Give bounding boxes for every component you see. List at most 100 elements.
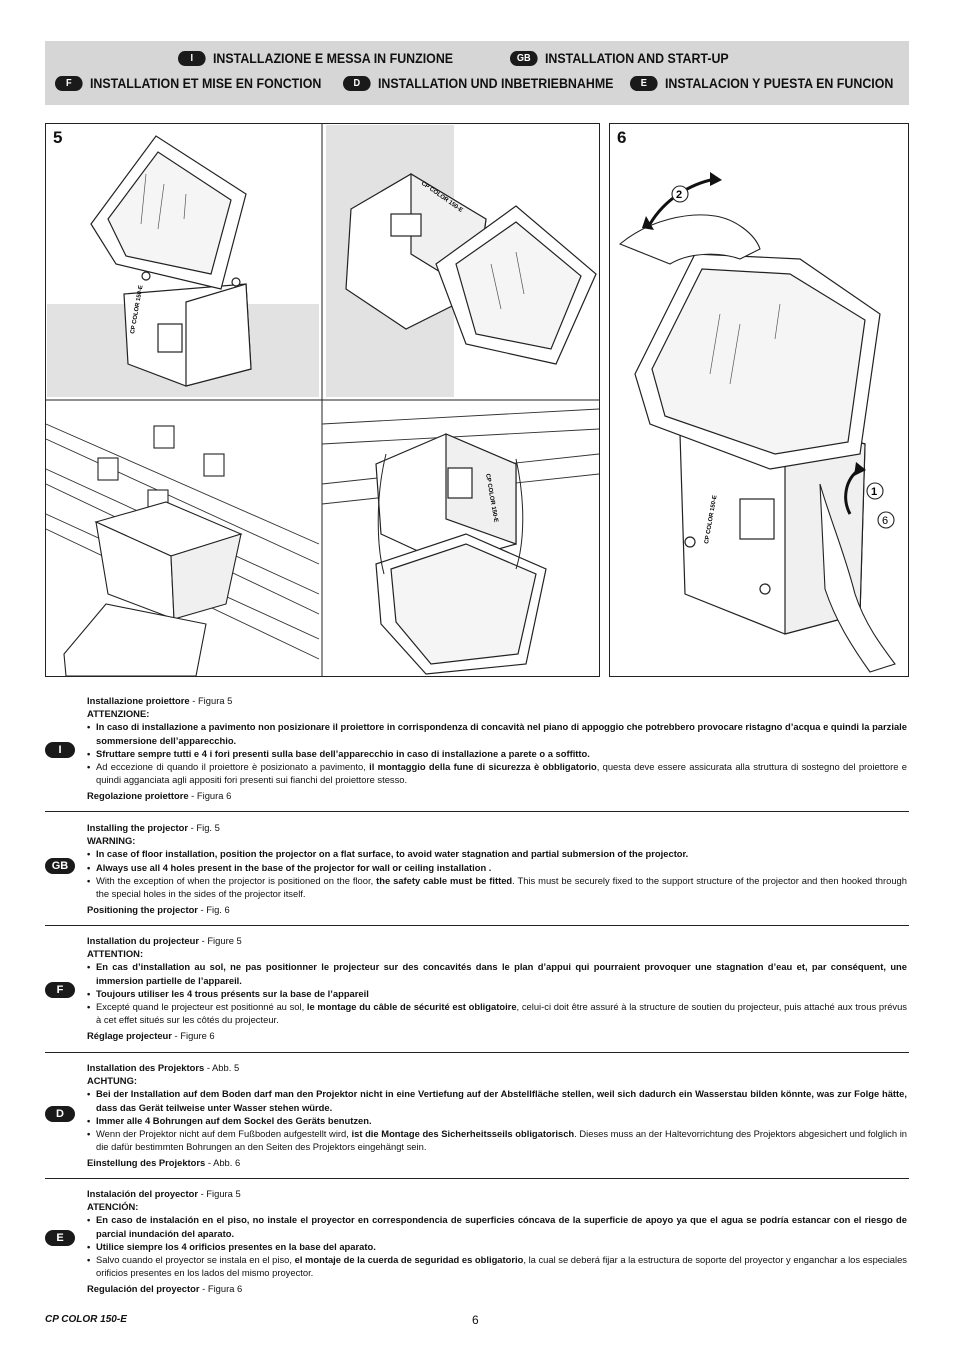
section-heading-de: Installation des Projektors	[87, 1062, 205, 1073]
section-gb: Installing the projector - Fig. 5 WARNIN…	[87, 821, 907, 916]
header-item-fr: F INSTALLATION ET MISE EN FONCTION	[55, 76, 321, 91]
header-item-de: D INSTALLATION UND INBETRIEBNAHME	[343, 76, 613, 91]
header-title-de: INSTALLATION UND INBETRIEBNAHME	[377, 76, 614, 91]
page-number: 6	[472, 1313, 479, 1327]
bullet-1-es: •En caso de instalación en el piso, no i…	[87, 1214, 907, 1239]
section-heading-ref-it: - Figura 5	[189, 695, 233, 706]
bullet-3-post-es: , la cual se deberá fijar a la estructur…	[96, 1254, 907, 1279]
bullet-3-bold-es: el montaje de la cuerda de seguridad es …	[294, 1254, 524, 1266]
header-item-gb: GB INSTALLATION AND START-UP	[510, 51, 729, 66]
warning-label-de: ACHTUNG:	[87, 1075, 137, 1087]
figure-6: 2 1 6 CP COLOR 150-E 6	[609, 123, 909, 677]
section-divider	[45, 1178, 909, 1179]
section-heading-ref-fr: - Figure 5	[199, 935, 242, 946]
bullet-3-bold-it: il montaggio della fune di sicurezza è o…	[369, 761, 597, 773]
bullet-2-text-es: Utilice siempre los 4 orificios presente…	[96, 1240, 376, 1252]
header-title-es: INSTALACION Y PUESTA EN FUNCION	[664, 76, 894, 91]
section-fr: Installation du projecteur - Figure 5 AT…	[87, 934, 907, 1043]
section-divider	[45, 811, 909, 812]
bullet-3-pre-de: Wenn der Projektor nicht auf dem Fußbode…	[96, 1128, 352, 1140]
bullet-2-text-gb: Always use all 4 holes present in the ba…	[96, 861, 492, 873]
warning-label-fr: ATTENTION:	[87, 948, 144, 960]
section-badge-it: I	[45, 742, 75, 758]
section-heading-it: Installazione proiettore	[87, 695, 190, 706]
bullet-2-it: •Sfruttare sempre tutti e 4 i fori prese…	[87, 747, 907, 760]
language-badge-it: I	[178, 51, 206, 66]
bullet-1-fr: •En cas d’installation au sol, ne pas po…	[87, 961, 907, 986]
bullet-2-text-it: Sfruttare sempre tutti e 4 i fori presen…	[96, 747, 590, 759]
bullet-2-text-fr: Toujours utiliser les 4 trous présents s…	[96, 987, 369, 999]
section-heading-es: Instalación del proyector	[87, 1188, 198, 1199]
bullet-2-de: •Immer alle 4 Bohrungen auf dem Sockel d…	[87, 1114, 907, 1127]
bullet-3-pre-gb: With the exception of when the projector…	[96, 874, 377, 886]
warning-label-es: ATENCIÓN:	[87, 1201, 139, 1213]
section-de: Installation des Projektors - Abb. 5 ACH…	[87, 1061, 907, 1170]
section-footer-it: Regolazione proiettore	[87, 790, 189, 802]
bullet-3-post-it: , questa deve essere assicurata alla str…	[96, 761, 908, 786]
bullet-1-it: •In caso di installazione a pavimento no…	[87, 721, 907, 746]
bullet-1-text-it: In caso di installazione a pavimento non…	[96, 721, 907, 746]
section-heading-ref-gb: - Fig. 5	[188, 822, 220, 833]
language-badge-de: D	[343, 76, 371, 91]
header-title-gb: INSTALLATION AND START-UP	[544, 51, 729, 66]
section-footer-es: Regulación del proyector	[87, 1283, 200, 1295]
section-badge-fr: F	[45, 982, 75, 998]
section-it: Installazione proiettore - Figura 5 ATTE…	[87, 694, 907, 803]
bullet-3-pre-fr: Excepté quand le projecteur est position…	[96, 1001, 307, 1013]
bullet-3-post-de: . Dieses muss an der Haltevorrichtung de…	[96, 1128, 907, 1153]
section-divider	[45, 1052, 909, 1053]
section-heading-gb: Installing the projector	[87, 822, 189, 833]
callout-1: 1	[871, 486, 877, 498]
warning-label-it: ATTENZIONE:	[87, 708, 150, 720]
bullet-3-it: •Ad eccezione di quando il proiettore è …	[87, 761, 908, 786]
bullet-2-es: •Utilice siempre los 4 orificios present…	[87, 1240, 907, 1253]
header-title-fr: INSTALLATION ET MISE EN FONCTION	[89, 76, 322, 91]
bullet-3-post-fr: , celui-ci doit être assuré à la structu…	[96, 1001, 907, 1026]
callout-6: 6	[882, 515, 888, 527]
bullet-3-bold-gb: the safety cable must be fitted	[376, 874, 513, 886]
bullet-3-es: •Salvo cuando el proyector se instala en…	[87, 1254, 907, 1279]
header-band: I INSTALLAZIONE E MESSA IN FUNZIONE GB I…	[45, 41, 909, 105]
language-badge-es: E	[630, 76, 658, 91]
header-item-it: I INSTALLAZIONE E MESSA IN FUNZIONE	[178, 51, 453, 66]
bullet-1-text-gb: In case of floor installation, position …	[96, 848, 689, 860]
section-footer-ref-es: - Figura 6	[199, 1283, 243, 1295]
bullet-3-pre-it: Ad eccezione di quando il proiettore è p…	[96, 761, 370, 773]
footer-model-name: CP COLOR 150-E	[45, 1314, 127, 1325]
figure-6-number: 6	[617, 128, 627, 147]
section-footer-ref-de: - Abb. 6	[205, 1157, 241, 1169]
section-badge-es: E	[45, 1230, 75, 1246]
language-badge-gb: GB	[510, 51, 538, 66]
section-footer-gb: Positioning the projector	[87, 904, 198, 916]
bullet-3-pre-es: Salvo cuando el proyector se instala en …	[96, 1254, 295, 1266]
bullet-1-de: •Bei der Installation auf dem Boden darf…	[87, 1088, 907, 1113]
bullet-3-bold-fr: le montage du câble de sécurité est obli…	[306, 1001, 517, 1013]
header-item-es: E INSTALACION Y PUESTA EN FUNCION	[630, 76, 893, 91]
section-footer-ref-gb: - Fig. 6	[197, 904, 230, 916]
figure-5: CP COLOR 150-E CP COLOR 150-E	[45, 123, 600, 677]
language-badge-fr: F	[55, 76, 83, 91]
bullet-3-fr: •Excepté quand le projecteur est positio…	[87, 1001, 907, 1026]
section-heading-fr: Installation du projecteur	[87, 935, 199, 946]
section-badge-gb: GB	[45, 858, 75, 874]
section-footer-fr: Réglage projecteur	[87, 1030, 172, 1042]
section-badge-de: D	[45, 1106, 75, 1122]
section-heading-ref-de: - Abb. 5	[204, 1062, 240, 1073]
bullet-1-gb: •In case of floor installation, position…	[87, 847, 907, 860]
bullet-2-fr: •Toujours utiliser les 4 trous présents …	[87, 987, 907, 1000]
bullet-2-text-de: Immer alle 4 Bohrungen auf dem Sockel de…	[96, 1114, 372, 1126]
section-footer-ref-fr: - Figure 6	[171, 1030, 215, 1042]
bullet-1-text-es: En caso de instalación en el piso, no in…	[96, 1214, 907, 1239]
bullet-3-bold-de: ist die Montage des Sicherheitsseils obl…	[351, 1128, 575, 1140]
bullet-3-de: •Wenn der Projektor nicht auf dem Fußbod…	[87, 1128, 907, 1153]
bullet-3-post-gb: . This must be securely fixed to the sup…	[96, 874, 907, 900]
section-heading-ref-es: - Figura 5	[197, 1188, 241, 1199]
bullet-2-gb: •Always use all 4 holes present in the b…	[87, 861, 907, 874]
section-footer-de: Einstellung des Projektors	[87, 1157, 206, 1169]
section-footer-ref-it: - Figura 6	[188, 790, 232, 802]
bullet-3-gb: •With the exception of when the projecto…	[87, 874, 907, 900]
figure-5-number: 5	[53, 128, 63, 147]
section-es: Instalación del proyector - Figura 5 ATE…	[87, 1187, 907, 1296]
bullet-1-text-de: Bei der Installation auf dem Boden darf …	[96, 1088, 907, 1113]
callout-2: 2	[676, 189, 682, 201]
